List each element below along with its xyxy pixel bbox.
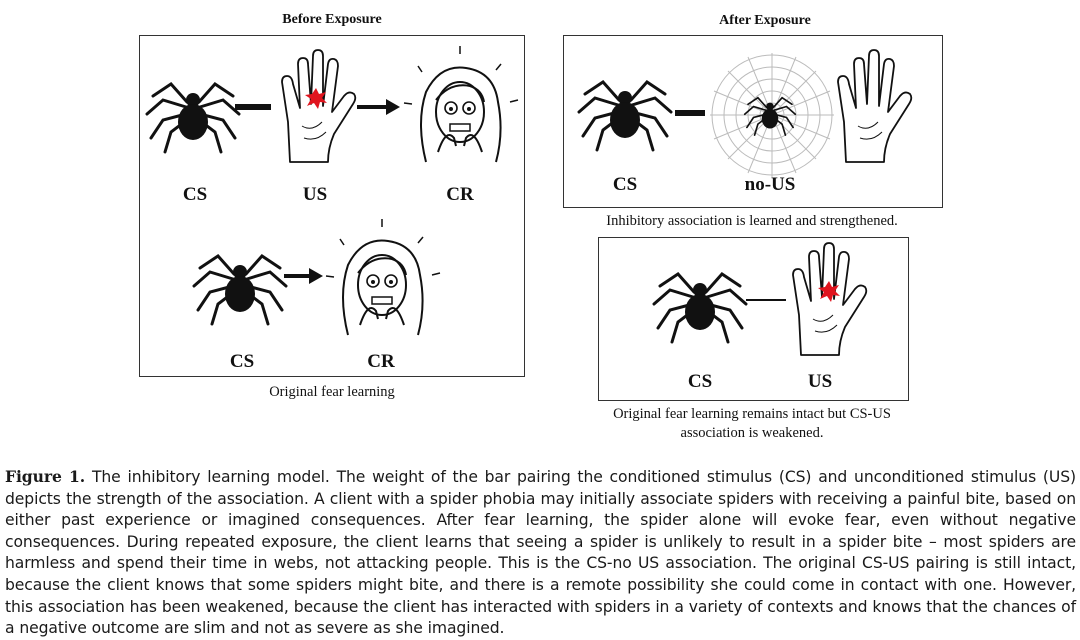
after-top-caption: Inhibitory association is learned and st… [606,213,898,229]
before-panel-caption: Original fear learning [269,384,395,400]
spider-cs-icon [652,272,748,344]
figure-caption-text: The inhibitory learning model. The weigh… [5,468,1076,638]
after-exposure-title: After Exposure [719,13,811,28]
label-cr: CR [367,351,395,372]
spider-cs-icon [145,82,241,154]
arrow-icon [357,99,400,115]
before-exposure-panel [139,35,525,377]
label-cr: CR [446,184,474,205]
fearful-face-icon [325,218,441,336]
arrow-icon [284,268,323,284]
figure-label: Figure 1. [5,467,86,486]
figure-caption: Figure 1. The inhibitory learning model.… [5,466,1076,640]
label-us: US [807,371,833,392]
label-no-us: no-US [744,174,796,195]
label-cs: CS [182,184,208,205]
fearful-face-icon [403,45,519,163]
weak-association-bar [746,299,786,301]
strong-association-bar [235,104,271,110]
after-exposure-top-panel [563,35,943,208]
spider-cs-icon [577,80,673,152]
after-bottom-caption-line2: association is weakened. [680,425,824,441]
label-us: US [302,184,328,205]
strong-inhibitory-bar [675,110,705,116]
before-exposure-title: Before Exposure [282,12,382,27]
label-cs: CS [612,174,638,195]
spider-cs-icon [192,254,288,326]
label-cs: CS [687,371,713,392]
label-cs: CS [229,351,255,372]
after-exposure-bottom-panel [598,237,909,401]
hand-icon [837,49,913,163]
after-bottom-caption-line1: Original fear learning remains intact bu… [613,406,891,422]
after-bottom-caption: Original fear learning remains intact bu… [552,405,952,443]
figure-illustrations [145,45,913,356]
